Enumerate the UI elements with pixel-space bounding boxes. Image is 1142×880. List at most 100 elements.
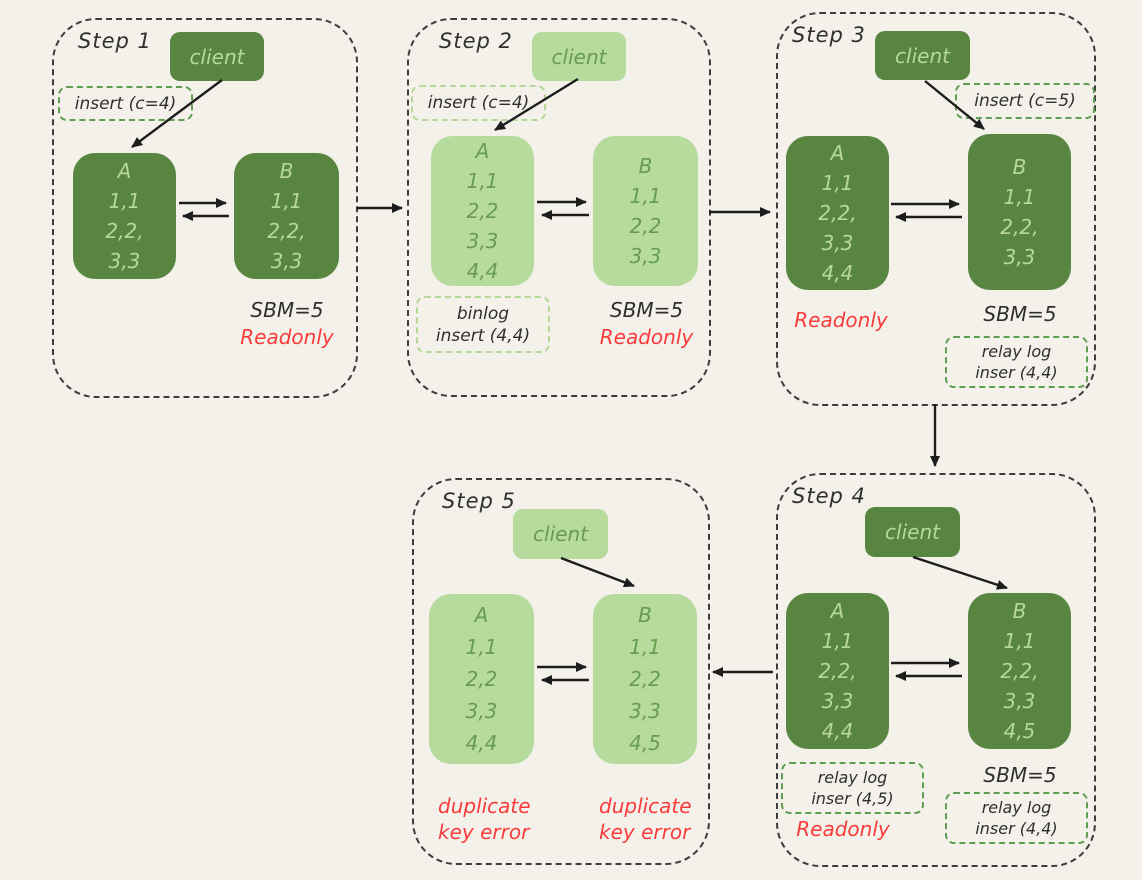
step-4-client-node: client (865, 507, 960, 557)
step-4-container: Step 4 client A 1,1 2,2, 3,3 4,4 B 1,1 2… (776, 473, 1096, 867)
node-title: A (117, 159, 132, 183)
node-title: B (1012, 155, 1027, 179)
node-row: 4,5 (1003, 719, 1036, 743)
node-row: 2,2, (818, 659, 857, 683)
step-1-container: Step 1 client insert (c=4) A 1,1 2,2, 3,… (52, 18, 358, 398)
step-3-sbm-text: SBM=5 (983, 302, 1057, 326)
node-row: 2,2, (818, 201, 857, 225)
insert-tag-text: insert (c=4) (74, 93, 177, 114)
error-line1: duplicate (599, 794, 692, 818)
step-3-node-b: B 1,1 2,2, 3,3 (968, 134, 1071, 290)
error-line2: key error (599, 820, 691, 844)
error-line1: duplicate (438, 794, 531, 818)
step-2-client-node: client (532, 32, 626, 81)
relaylog-tag-line2: inser (4,5) (811, 789, 894, 808)
node-row: 1,1 (1003, 185, 1036, 209)
relaylog-tag-line2: inser (4,4) (975, 819, 1058, 838)
node-row: 4,5 (629, 731, 661, 755)
step-2-insert-tag: insert (c=4) (411, 85, 546, 121)
step-2-label: Step 2 (439, 29, 513, 53)
step-3-relaylog-tag: relay log inser (4,4) (945, 336, 1088, 388)
relaylog-tag-line1: relay log (981, 342, 1052, 361)
arrow-client-to-b (924, 80, 985, 130)
node-row: 3,3 (270, 249, 303, 273)
node-row: 1,1 (108, 189, 141, 213)
step-5-client-node: client (513, 509, 608, 559)
step-5-node-b: B 1,1 2,2 3,3 4,5 (593, 594, 697, 764)
step-4-label: Step 4 (792, 484, 866, 508)
node-row: 1,1 (1003, 629, 1036, 653)
step-1-readonly-text: Readonly (240, 325, 334, 349)
node-row: 3,3 (1003, 245, 1036, 269)
node-row: 2,2, (267, 219, 306, 243)
node-title: A (830, 141, 845, 165)
step-3-label: Step 3 (792, 23, 866, 47)
step-5-error-text-a: duplicate key error (438, 793, 558, 845)
arrow-client-to-b (912, 555, 1008, 590)
step-2-sbm-text: SBM=5 (609, 298, 684, 322)
step-5-label: Step 5 (442, 489, 516, 513)
node-row: 3,3 (629, 699, 661, 723)
node-row: 3,3 (108, 249, 141, 273)
step-2-readonly-text: Readonly (599, 325, 694, 349)
relaylog-tag-line1: relay log (981, 798, 1052, 817)
step-2-node-b: B 1,1 2,2 3,3 (593, 136, 698, 286)
node-row: 1,1 (629, 635, 661, 659)
node-row: 3,3 (821, 689, 854, 713)
step-2-arrows (494, 77, 589, 220)
step-5-container: Step 5 client A 1,1 2,2 3,3 4,4 B 1,1 2,… (412, 478, 710, 865)
node-row: 3,3 (1003, 689, 1036, 713)
node-row: 1,1 (270, 189, 303, 213)
node-row: 2,2 (629, 667, 661, 691)
node-row: 2,2 (629, 214, 662, 238)
step-4-relaylog-tag-a: relay log inser (4,5) (781, 762, 924, 814)
node-row: 2,2, (1000, 215, 1039, 239)
node-title: A (830, 599, 845, 623)
arrow-client-to-a (131, 79, 223, 148)
node-title: B (279, 159, 294, 183)
node-title: A (475, 139, 490, 163)
node-row: 4,4 (821, 261, 854, 285)
step-1-node-b: B 1,1 2,2, 3,3 (234, 153, 339, 279)
node-row: 1,1 (821, 629, 854, 653)
step-3-client-node: client (875, 31, 970, 80)
step-3-readonly-text: Readonly (794, 308, 888, 332)
node-row: 1,1 (466, 169, 499, 193)
step-5-node-a: A 1,1 2,2 3,3 4,4 (429, 594, 534, 764)
node-row: 4,4 (821, 719, 854, 743)
step-2-binlog-tag: binlog insert (4,4) (416, 296, 550, 353)
step-5-error-text-b: duplicate key error (599, 793, 719, 845)
step-4-sbm-text: SBM=5 (983, 763, 1057, 787)
node-row: 1,1 (629, 184, 662, 208)
step-1-arrows (131, 79, 229, 221)
node-row: 3,3 (629, 244, 662, 268)
node-row: 2,2 (466, 199, 499, 223)
step-4-arrows (891, 555, 1008, 681)
node-row: 3,3 (466, 229, 499, 253)
node-title: B (638, 154, 653, 178)
node-row: 1,1 (465, 635, 498, 659)
relaylog-tag-line2: inser (4,4) (975, 363, 1058, 382)
node-row: 4,4 (466, 259, 499, 283)
node-title: B (1012, 599, 1027, 623)
arrow-client-to-a (494, 77, 579, 132)
step-1-sbm-text: SBM=5 (250, 298, 324, 322)
node-row: 4,4 (465, 731, 498, 755)
binlog-tag-line1: binlog (456, 303, 510, 324)
arrow-client-to-b (560, 556, 635, 588)
step-1-client-node: client (170, 32, 264, 81)
node-row: 2,2 (465, 667, 498, 691)
error-line2: key error (438, 820, 530, 844)
step-4-readonly-text: Readonly (796, 817, 890, 841)
step-1-node-a: A 1,1 2,2, 3,3 (73, 153, 176, 279)
step-3-node-a: A 1,1 2,2, 3,3 4,4 (786, 136, 889, 290)
insert-tag-text: insert (c=5) (974, 91, 1076, 111)
node-row: 3,3 (465, 699, 498, 723)
step-3-arrows (891, 80, 985, 222)
insert-tag-text: insert (c=4) (427, 93, 530, 113)
node-title: A (474, 603, 489, 627)
node-row: 3,3 (821, 231, 854, 255)
relaylog-tag-line1: relay log (817, 768, 888, 787)
